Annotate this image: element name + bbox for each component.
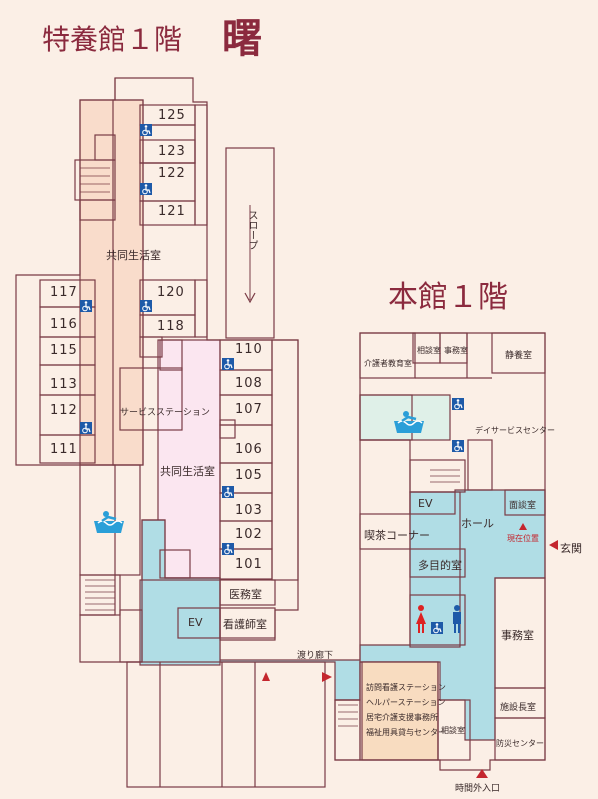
welfare-equipment-center: 福祉用具貸与センター bbox=[366, 728, 446, 737]
room-111: 111 bbox=[50, 442, 78, 457]
quiet-room: 静養室 bbox=[505, 351, 533, 361]
office-small: 事務室 bbox=[444, 346, 468, 355]
room-107: 107 bbox=[235, 402, 263, 417]
office: 事務室 bbox=[501, 629, 534, 642]
service-station: サービスステーション bbox=[120, 408, 210, 418]
entrance-label: 玄関 bbox=[560, 542, 582, 555]
visit-nursing-station: 訪問看護ステーション bbox=[366, 683, 446, 692]
nurse-room: 看護師室 bbox=[223, 618, 267, 631]
care-class-room: 介護者教育室 bbox=[364, 359, 412, 368]
room-121: 121 bbox=[158, 204, 186, 219]
room-112: 112 bbox=[50, 403, 78, 418]
room-106: 106 bbox=[235, 442, 263, 457]
annex-title: 特養館１階 bbox=[42, 23, 183, 56]
common-room-lower: 共同生活室 bbox=[160, 465, 215, 478]
marker-corridor bbox=[262, 672, 270, 681]
annex-ev: EV bbox=[188, 616, 203, 629]
room-115: 115 bbox=[50, 343, 78, 358]
consult-room-2: 相談室 bbox=[441, 726, 465, 735]
room-116: 116 bbox=[50, 317, 78, 332]
room-105: 105 bbox=[235, 468, 263, 483]
common-room-lower-fill bbox=[157, 339, 221, 579]
room-122: 122 bbox=[158, 166, 186, 181]
room-120: 120 bbox=[157, 285, 185, 300]
room-113: 113 bbox=[50, 377, 78, 392]
room-123: 123 bbox=[158, 144, 186, 159]
multipurpose-room: 多目的室 bbox=[418, 559, 462, 572]
consult-room-1: 相談室 bbox=[417, 346, 441, 355]
main-title: 本館１階 bbox=[388, 280, 508, 315]
hall: ホール bbox=[461, 517, 494, 530]
medical-room: 医務室 bbox=[229, 588, 262, 601]
room-108: 108 bbox=[235, 376, 263, 391]
room-117: 117 bbox=[50, 285, 78, 300]
disaster-center: 防災センター bbox=[496, 739, 544, 748]
room-118: 118 bbox=[157, 319, 185, 334]
room-125: 125 bbox=[158, 108, 186, 123]
slope-label: スロープ bbox=[246, 210, 257, 250]
care-support-office: 居宅介護支援事務所 bbox=[366, 713, 438, 722]
room-102: 102 bbox=[235, 527, 263, 542]
day-service-center: デイサービスセンター bbox=[475, 426, 555, 435]
annex-name: 曙 bbox=[222, 16, 262, 62]
director-room: 施設長室 bbox=[500, 703, 537, 713]
helper-station: ヘルパーステーション bbox=[366, 698, 446, 707]
room-110: 110 bbox=[235, 342, 263, 357]
current-location: 現在位置 bbox=[507, 534, 539, 543]
interview-room: 面談室 bbox=[509, 501, 537, 511]
night-entrance-label: 時間外入口 bbox=[455, 784, 501, 794]
common-room-upper: 共同生活室 bbox=[106, 249, 161, 262]
common-room-upper-fill bbox=[79, 99, 144, 466]
room-103: 103 bbox=[235, 503, 263, 518]
main-ev: EV bbox=[418, 497, 433, 510]
corridor-label: 渡り廊下 bbox=[297, 651, 334, 661]
tea-corner: 喫茶コーナー bbox=[364, 529, 430, 542]
room-101: 101 bbox=[235, 557, 263, 572]
office-block-fill bbox=[361, 661, 439, 761]
